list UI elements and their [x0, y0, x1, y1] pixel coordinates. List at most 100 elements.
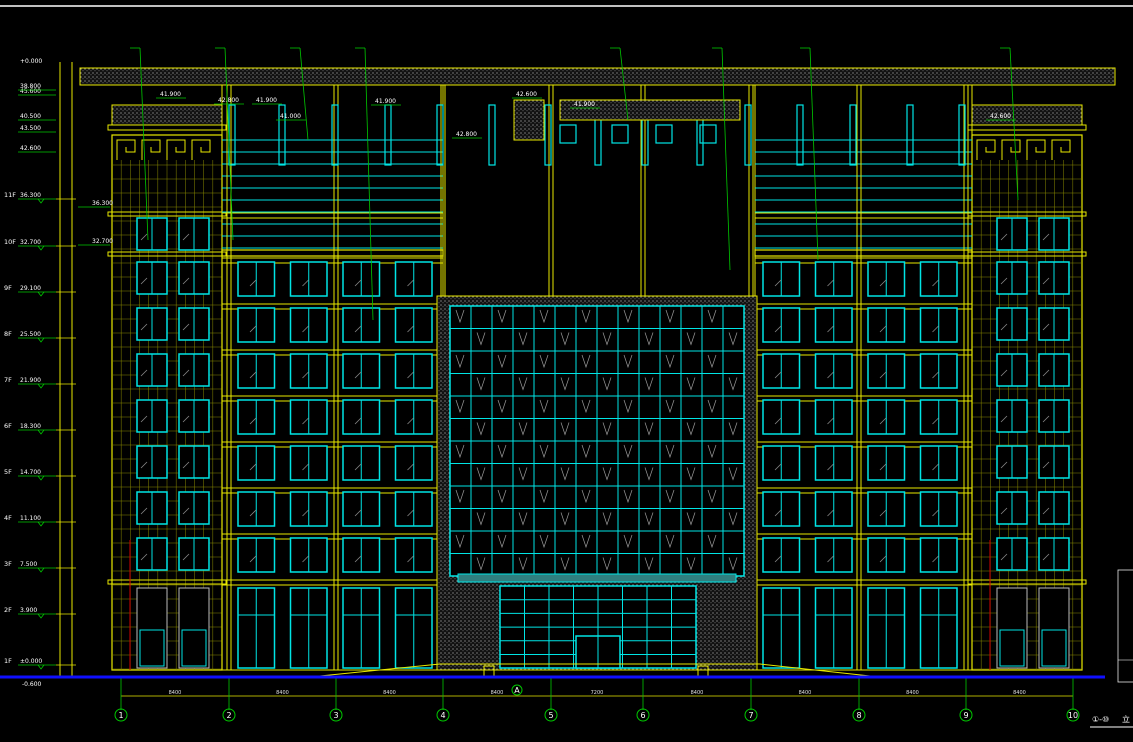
glass-mark — [476, 332, 486, 346]
glass-mark — [827, 279, 834, 287]
glass-mark — [774, 417, 782, 425]
top-level-label: +0.000 — [20, 58, 42, 65]
glass-mark — [1000, 277, 1008, 285]
glass-mark — [827, 325, 834, 333]
floor-band — [221, 257, 444, 264]
glass-mark — [665, 444, 675, 459]
glass-mark — [1042, 233, 1050, 241]
axis-label: 1 — [118, 711, 123, 720]
glass-mark — [455, 534, 465, 549]
fret-ornament — [976, 139, 996, 160]
floor-label: 8F — [4, 330, 12, 338]
glass-mark — [497, 534, 507, 549]
penthouse-block — [559, 99, 741, 121]
axis-bubble — [222, 708, 236, 722]
glass-mark — [932, 509, 939, 517]
floor-level: 3.900 — [20, 607, 37, 614]
floor-band — [221, 579, 444, 586]
glass-mark — [879, 555, 887, 563]
floor-level: ±0.000 — [20, 658, 42, 665]
floor-band-top — [221, 249, 444, 257]
glass-mark — [140, 369, 148, 377]
glass-mark — [879, 417, 887, 425]
tower-cornice — [967, 124, 1087, 131]
roof-fin — [796, 104, 804, 166]
glass-mark — [1042, 461, 1050, 469]
glass-mark — [728, 467, 738, 481]
entrance-steps — [319, 663, 871, 677]
glass-mark — [497, 309, 507, 324]
glass-mark — [1000, 415, 1008, 423]
glass-mark — [707, 489, 717, 504]
glass-mark — [1042, 553, 1050, 561]
glass-mark — [182, 323, 190, 331]
axis-label: 5 — [548, 711, 553, 720]
fret-ornament — [1051, 139, 1071, 160]
leader-line — [224, 47, 234, 241]
glass-mark — [602, 467, 612, 481]
axis-bubble — [544, 708, 558, 722]
axis-bubble — [636, 708, 650, 722]
glass-mark — [581, 489, 591, 504]
penthouse-window — [559, 124, 577, 144]
glass-mark — [539, 534, 549, 549]
fret-ornament — [141, 139, 161, 160]
floor-band-top — [754, 249, 973, 257]
glass-mark — [774, 555, 782, 563]
glass-mark — [518, 467, 528, 481]
glass-mark — [497, 489, 507, 504]
glass-mark — [407, 463, 414, 471]
penthouse-block — [513, 99, 545, 141]
glass-mark — [407, 325, 414, 333]
glass-mark — [1042, 277, 1050, 285]
pilaster — [963, 84, 969, 671]
glass-mark — [182, 553, 190, 561]
glass-mark — [623, 489, 633, 504]
glass-mark — [249, 417, 257, 425]
glass-mark — [879, 325, 887, 333]
glass-mark — [407, 555, 414, 563]
glass-mark — [249, 463, 257, 471]
roof-level-annotation: 41.900 — [574, 101, 595, 108]
glass-mark — [932, 325, 939, 333]
floor-level: 36.300 — [20, 192, 41, 199]
glass-mark — [665, 354, 675, 369]
glass-mark — [476, 467, 486, 481]
drawing-title: ①-⑩ 立 — [1090, 714, 1133, 728]
side-level: 36.300 — [92, 200, 113, 207]
glass-mark — [728, 557, 738, 571]
glass-mark — [686, 422, 696, 436]
axis-bubble — [329, 708, 343, 722]
floor-level: 18.300 — [20, 423, 41, 430]
glass-mark — [728, 332, 738, 346]
level-mark — [37, 664, 45, 670]
glass-mark — [686, 557, 696, 571]
axis-label: 2 — [226, 711, 231, 720]
axis-grid-bottom: 1840028400384004840057200684007840088400… — [114, 677, 1080, 722]
glass-mark — [1042, 507, 1050, 515]
glass-mark — [354, 325, 362, 333]
glass-mark — [932, 417, 939, 425]
floor-label: 7F — [4, 376, 12, 384]
glass-mark — [354, 509, 362, 517]
glass-mark — [932, 463, 939, 471]
glass-mark — [1000, 553, 1008, 561]
glass-mark — [602, 422, 612, 436]
glass-mark — [707, 354, 717, 369]
roof-fin — [384, 104, 392, 166]
tower-door — [178, 587, 210, 669]
level-mark — [37, 521, 45, 527]
floor-label: 1F — [4, 657, 12, 665]
span-label: 8400 — [1013, 690, 1026, 696]
glass-mark — [560, 557, 570, 571]
span-label: 8400 — [169, 690, 182, 696]
glass-mark — [665, 399, 675, 414]
glass-mark — [707, 399, 717, 414]
roof-fin — [544, 104, 552, 166]
glass-mark — [1042, 369, 1050, 377]
glass-mark — [827, 463, 834, 471]
floor-label: 6F — [4, 422, 12, 430]
glass-mark — [1000, 507, 1008, 515]
axis-label: 6 — [640, 711, 645, 720]
